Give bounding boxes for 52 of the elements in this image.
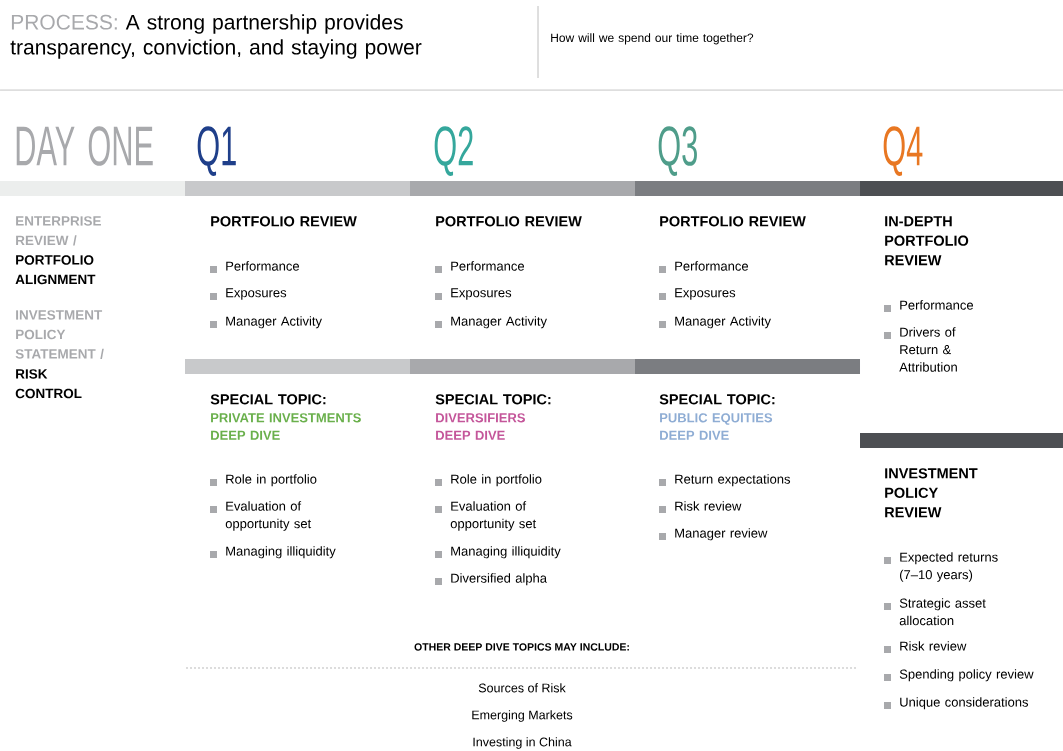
bullet-item: Exposures bbox=[435, 288, 512, 300]
day-one-topic: RISK CONTROL bbox=[15, 369, 82, 399]
bullet-item: Expected returns (7–10 years) bbox=[884, 552, 998, 582]
bullet-item: Performance bbox=[435, 261, 525, 273]
bullet-item: Performance bbox=[210, 261, 300, 273]
topic-item: Sources of Risk bbox=[478, 683, 566, 693]
section-heading: SPECIAL TOPIC: bbox=[659, 394, 775, 405]
section-heading: PORTFOLIO REVIEW bbox=[436, 216, 582, 227]
bullet-item: Manager Activity bbox=[435, 316, 547, 329]
note-heading: OTHER DEEP DIVE TOPICS MAY INCLUDE: bbox=[414, 643, 629, 651]
section-heading: IN-DEPTH PORTFOLIO REVIEW bbox=[885, 216, 969, 266]
column-heading: Q4 bbox=[883, 126, 923, 176]
bullet-item: Risk review bbox=[659, 501, 742, 513]
section-heading: INVESTMENT POLICY REVIEW bbox=[885, 468, 978, 518]
section-heading: PORTFOLIO REVIEW bbox=[660, 216, 806, 227]
section-heading: SPECIAL TOPIC: bbox=[210, 394, 326, 405]
column-heading: Q3 bbox=[658, 126, 697, 176]
bullet-item: Strategic asset allocation bbox=[884, 598, 986, 626]
day-one-topic: INVESTMENT POLICY STATEMENT / bbox=[15, 310, 104, 359]
topic-subheading: PRIVATE INVESTMENTS DEEP DIVE bbox=[211, 413, 361, 440]
section-heading: SPECIAL TOPIC: bbox=[435, 394, 551, 405]
bullet-item: Managing illiquidity bbox=[210, 546, 336, 559]
bullet-item: Performance bbox=[659, 261, 749, 273]
day-one-topic: ENTERPRISE REVIEW / bbox=[16, 216, 101, 246]
bullet-item: Risk review bbox=[884, 641, 967, 653]
bullet-item: Performance bbox=[884, 300, 974, 312]
bullet-item: Evaluation of opportunity set bbox=[435, 501, 537, 531]
column-heading: Q2 bbox=[434, 126, 473, 176]
bullet-item: Role in portfolio bbox=[210, 474, 317, 487]
topic-subheading: PUBLIC EQUITIES DEEP DIVE bbox=[660, 413, 773, 440]
day-one-topic: PORTFOLIO ALIGNMENT bbox=[15, 255, 96, 285]
topic-item: Investing in China bbox=[473, 737, 572, 749]
bullet-item: Manager review bbox=[659, 528, 768, 541]
bullet-item: Spending policy review bbox=[884, 669, 1034, 682]
title: PROCESS: A strong partnership provides transparency, conviction, and staying power bbox=[10, 14, 422, 59]
bullet-item: Manager Activity bbox=[659, 316, 771, 329]
bullet-item: Drivers of Return & Attribution bbox=[884, 327, 957, 372]
bullet-item: Evaluation of opportunity set bbox=[210, 501, 312, 531]
bullet-item: Exposures bbox=[659, 288, 736, 300]
topic-item: Emerging Markets bbox=[472, 710, 573, 722]
column-heading: Q1 bbox=[197, 126, 236, 176]
question-text: How will we spend our time together? bbox=[551, 33, 754, 45]
bullet-item: Exposures bbox=[210, 288, 287, 300]
bullet-item: Manager Activity bbox=[210, 316, 322, 329]
bullet-item: Diversified alpha bbox=[435, 573, 547, 586]
bullet-item: Role in portfolio bbox=[435, 474, 542, 487]
section-heading: PORTFOLIO REVIEW bbox=[211, 216, 357, 227]
topic-subheading: DIVERSIFIERS DEEP DIVE bbox=[436, 413, 525, 440]
bullet-item: Return expectations bbox=[659, 474, 791, 487]
bullet-item: Unique considerations bbox=[884, 697, 1029, 710]
column-heading: DAY ONE bbox=[16, 126, 153, 166]
bullet-item: Managing illiquidity bbox=[435, 546, 561, 559]
